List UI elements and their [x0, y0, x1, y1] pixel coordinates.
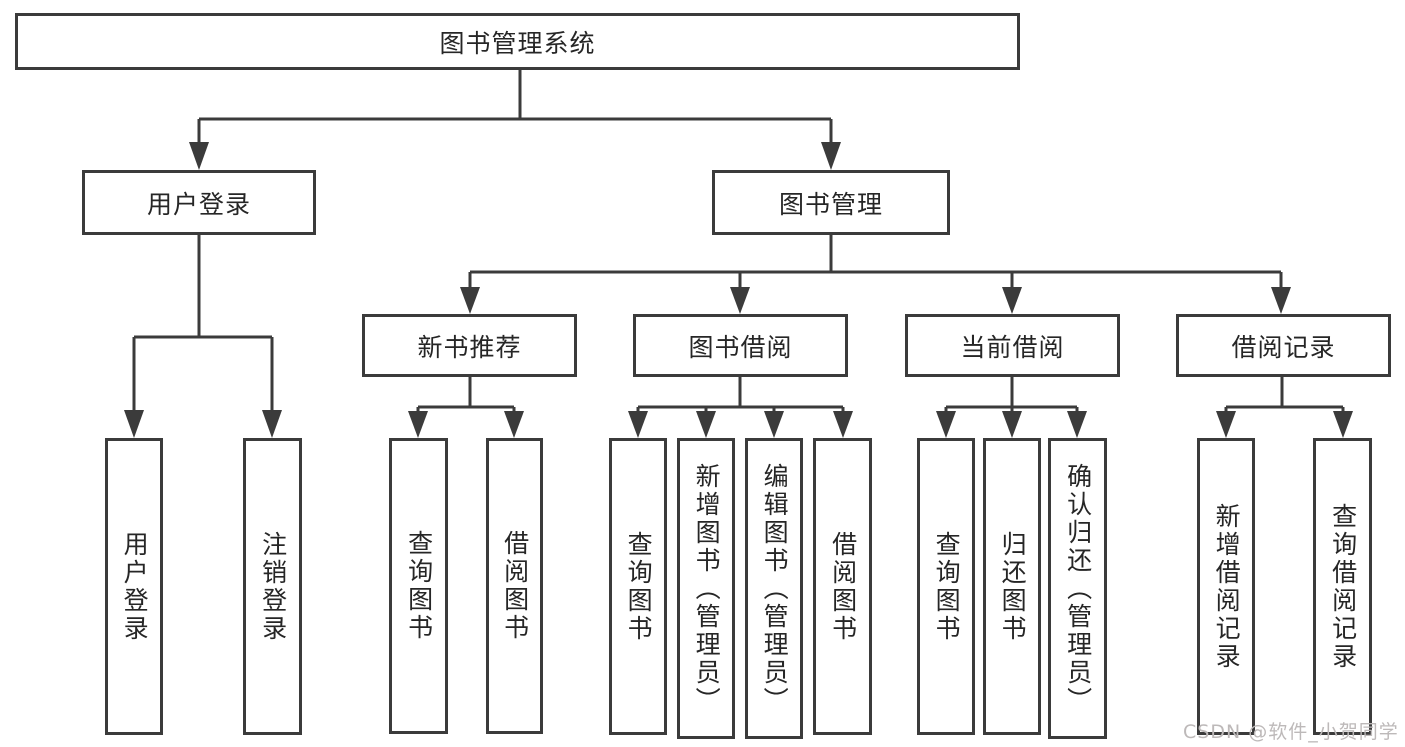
connector-root-to-level2 — [197, 70, 833, 145]
arrow-icon — [1333, 411, 1353, 438]
node-new-book-recommend-label: 新书推荐 — [417, 332, 522, 362]
leaf-query-borrow-record: 查询借阅记录 — [1313, 438, 1372, 735]
watermark: CSDN @软件_小贺同学 — [1183, 721, 1399, 743]
arrow-icon — [1002, 287, 1022, 314]
node-book-management-branch-label: 图书管理 — [778, 189, 883, 219]
node-user-login-branch-label: 用户登录 — [146, 189, 251, 219]
leaf-logout-label: 注销登录 — [258, 530, 288, 643]
node-book-borrow-label: 图书借阅 — [688, 332, 793, 362]
arrow-icon — [460, 287, 480, 314]
node-book-management-branch: 图书管理 — [712, 170, 950, 235]
leaf-add-book-admin-label: 新增图书（管理员） — [692, 462, 722, 715]
arrow-icon — [730, 287, 750, 314]
arrow-icon — [628, 411, 648, 438]
leaf-query-borrow-record-label: 查询借阅记录 — [1328, 502, 1358, 671]
leaf-recommend-borrow-book: 借阅图书 — [486, 438, 543, 734]
arrow-icon — [764, 411, 784, 438]
node-user-login-branch: 用户登录 — [82, 170, 316, 235]
leaf-recommend-borrow-book-label: 借阅图书 — [500, 530, 530, 642]
connector-user-branch — [132, 235, 274, 412]
leaf-borrow-book: 借阅图书 — [813, 438, 872, 735]
arrow-icon — [936, 411, 956, 438]
leaf-add-borrow-record-label: 新增借阅记录 — [1212, 502, 1242, 671]
arrow-icon — [1002, 411, 1022, 438]
leaf-logout: 注销登录 — [243, 438, 302, 735]
leaf-add-borrow-record: 新增借阅记录 — [1197, 438, 1255, 735]
leaf-borrow-query-book-label: 查询图书 — [624, 530, 654, 643]
node-current-borrow: 当前借阅 — [905, 314, 1120, 377]
leaf-recommend-query-book: 查询图书 — [389, 438, 448, 734]
leaf-current-query-book-label: 查询图书 — [932, 530, 962, 643]
connector-mgmt-branch — [468, 235, 1283, 289]
leaf-add-book-admin: 新增图书（管理员） — [677, 438, 735, 739]
leaf-borrow-book-label: 借阅图书 — [828, 530, 858, 643]
arrow-icon — [696, 411, 716, 438]
node-borrow-records: 借阅记录 — [1176, 314, 1391, 377]
arrow-icon — [1067, 411, 1087, 438]
leaf-edit-book-admin: 编辑图书（管理员） — [745, 438, 803, 739]
leaf-confirm-return-admin-label: 确认归还（管理员） — [1063, 462, 1093, 715]
node-root-label: 图书管理系统 — [439, 28, 596, 58]
connector-group-records — [1224, 377, 1345, 412]
arrow-icon — [833, 411, 853, 438]
connector-group-borrow — [636, 377, 845, 412]
connector-group-current — [944, 377, 1079, 412]
leaf-user-login: 用户登录 — [105, 438, 163, 735]
leaf-confirm-return-admin: 确认归还（管理员） — [1048, 438, 1107, 739]
node-book-borrow: 图书借阅 — [633, 314, 848, 377]
leaf-user-login-label: 用户登录 — [120, 530, 150, 643]
connector-group-recommend — [416, 377, 516, 412]
arrow-icon — [1216, 411, 1236, 438]
arrow-icon — [821, 142, 841, 170]
leaf-recommend-query-book-label: 查询图书 — [404, 530, 434, 642]
node-new-book-recommend: 新书推荐 — [362, 314, 577, 377]
arrow-icon — [124, 410, 144, 438]
arrow-icon — [408, 411, 428, 438]
arrow-icon — [189, 142, 209, 170]
arrow-icon — [262, 410, 282, 438]
arrow-icon — [504, 411, 524, 438]
arrowheads — [124, 142, 1353, 438]
node-current-borrow-label: 当前借阅 — [960, 332, 1065, 362]
node-borrow-records-label: 借阅记录 — [1231, 332, 1336, 362]
leaf-borrow-query-book: 查询图书 — [609, 438, 667, 735]
leaf-current-query-book: 查询图书 — [917, 438, 975, 735]
node-root: 图书管理系统 — [15, 13, 1020, 70]
arrow-icon — [1271, 287, 1291, 314]
leaf-return-book-label: 归还图书 — [998, 530, 1028, 643]
leaf-return-book: 归还图书 — [983, 438, 1041, 735]
leaf-edit-book-admin-label: 编辑图书（管理员） — [760, 462, 790, 715]
